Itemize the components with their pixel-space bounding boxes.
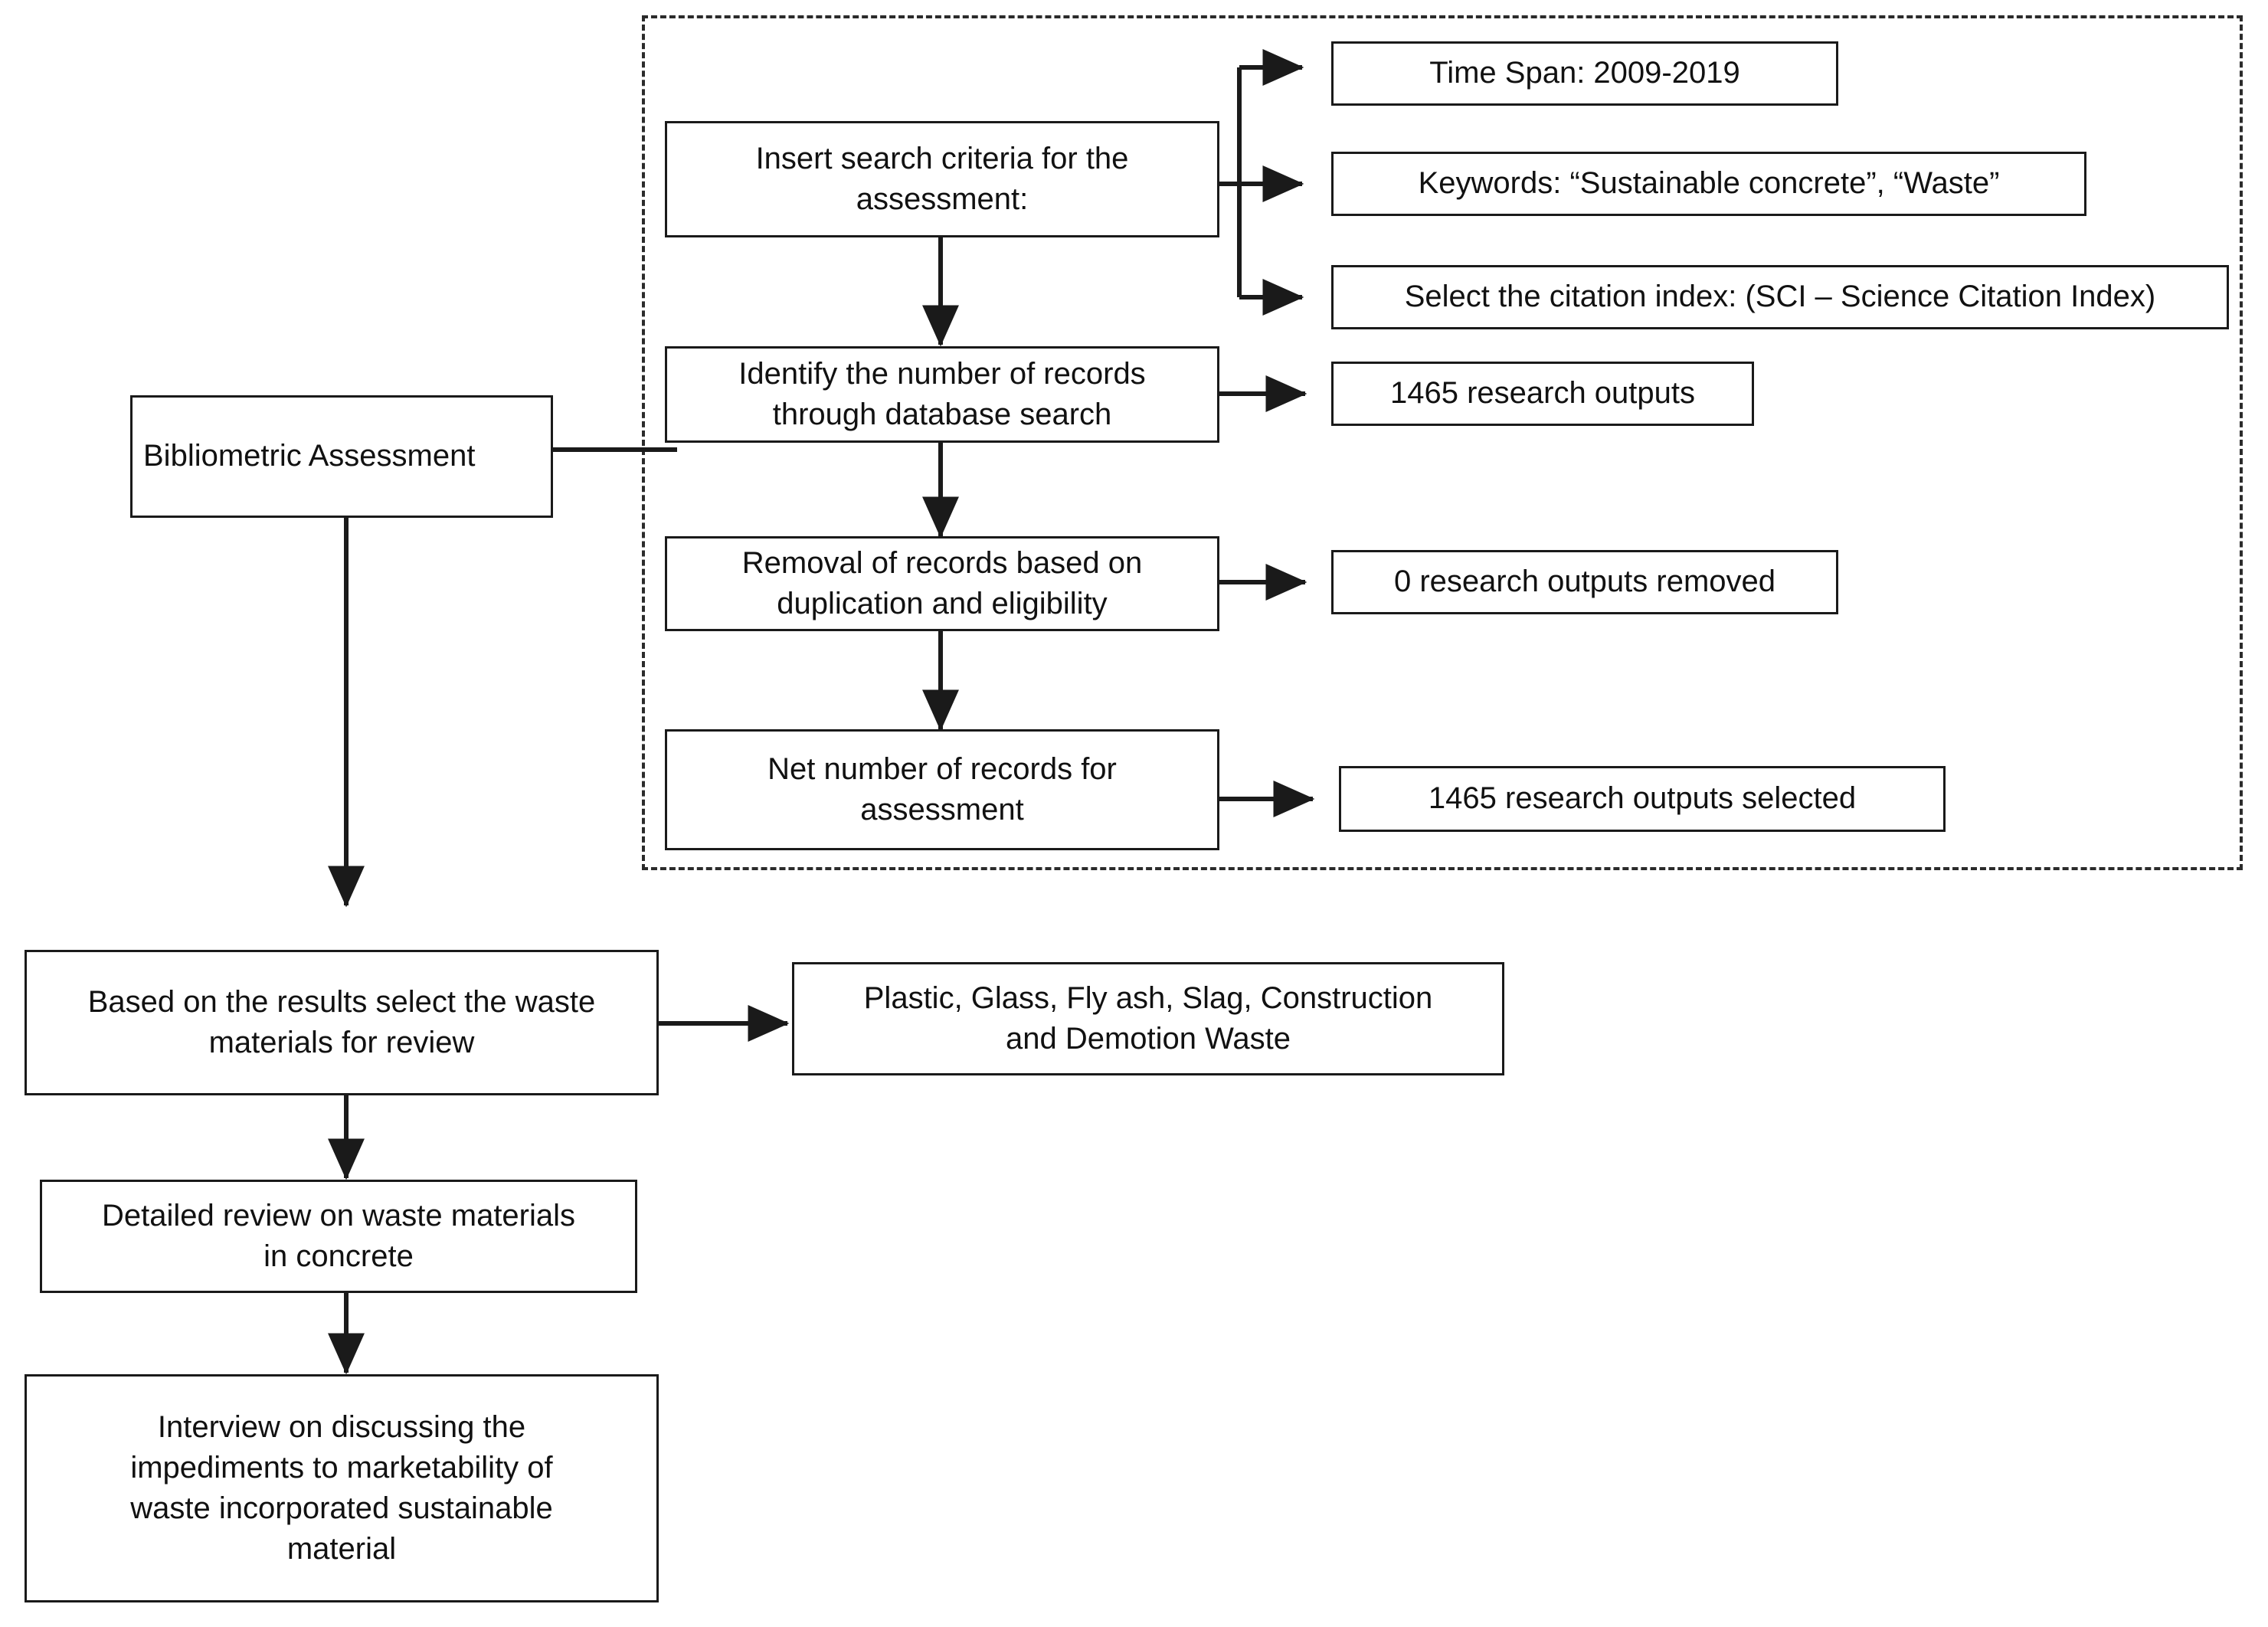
node-records-removed-label: 0 research outputs removed (1393, 565, 1776, 599)
node-records-found-label: 1465 research outputs (1389, 376, 1696, 411)
node-interview[interactable]: Interview on discussing the impediments … (25, 1374, 659, 1602)
node-records-selected-label: 1465 research outputs selected (1428, 781, 1857, 816)
node-select-waste-materials-label: Based on the results select the waste ma… (87, 984, 596, 1059)
node-time-span-label: Time Span: 2009-2019 (1429, 56, 1740, 90)
node-bibliometric-assessment[interactable]: Bibliometric Assessment (130, 395, 553, 518)
node-bibliometric-assessment-label: Bibliometric Assessment (143, 439, 476, 473)
node-identify-records-label: Identify the number of records through d… (738, 356, 1146, 431)
node-identify-records[interactable]: Identify the number of records through d… (665, 346, 1219, 443)
node-citation-index[interactable]: Select the citation index: (SCI – Scienc… (1331, 265, 2229, 329)
node-waste-material-list-label: Plastic, Glass, Fly ash, Slag, Construct… (863, 980, 1433, 1056)
node-citation-index-label: Select the citation index: (SCI – Scienc… (1404, 280, 2156, 314)
node-records-removed[interactable]: 0 research outputs removed (1331, 550, 1838, 614)
node-keywords-label: Keywords: “Sustainable concrete”, “Waste… (1418, 166, 2000, 201)
node-detailed-review[interactable]: Detailed review on waste materials in co… (40, 1180, 637, 1293)
node-insert-search-criteria-label: Insert search criteria for the assessmen… (755, 141, 1129, 216)
node-net-records-label: Net number of records for assessment (767, 751, 1117, 827)
node-removal-records-label: Removal of records based on duplication … (741, 545, 1143, 620)
node-records-selected[interactable]: 1465 research outputs selected (1339, 766, 1946, 832)
node-detailed-review-label: Detailed review on waste materials in co… (101, 1198, 576, 1273)
node-records-found[interactable]: 1465 research outputs (1331, 362, 1754, 426)
node-select-waste-materials[interactable]: Based on the results select the waste ma… (25, 950, 659, 1095)
node-interview-label: Interview on discussing the impediments … (130, 1409, 553, 1566)
node-insert-search-criteria[interactable]: Insert search criteria for the assessmen… (665, 121, 1219, 237)
node-removal-records[interactable]: Removal of records based on duplication … (665, 536, 1219, 631)
node-keywords[interactable]: Keywords: “Sustainable concrete”, “Waste… (1331, 152, 2086, 216)
node-time-span[interactable]: Time Span: 2009-2019 (1331, 41, 1838, 106)
node-waste-material-list[interactable]: Plastic, Glass, Fly ash, Slag, Construct… (792, 962, 1504, 1075)
node-net-records[interactable]: Net number of records for assessment (665, 729, 1219, 850)
